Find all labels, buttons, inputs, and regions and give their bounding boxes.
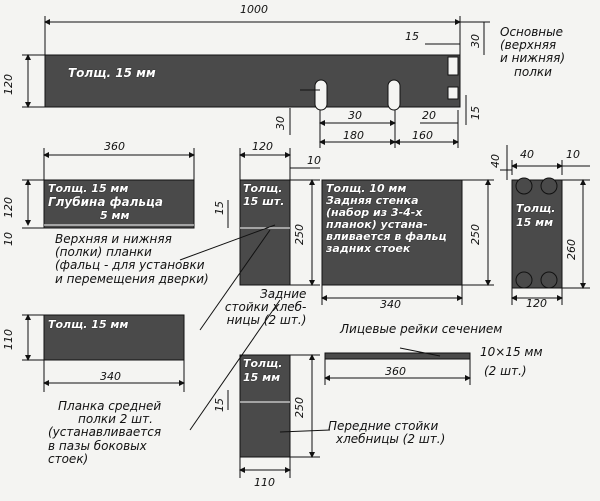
dim-15-top: 15 [405,30,419,43]
dim-260: 260 [565,239,578,260]
dim-360-rail: 360 [104,140,125,153]
face-rails-note: Лицевые рейки сечением [340,322,503,336]
dim-10-side: 10 [566,148,580,161]
rail-plank-note: Верхняя и нижняя (полки) планки (фальц -… [55,232,209,286]
dim-120-rear: 120 [252,140,273,153]
dim-120-rail: 120 [2,197,15,218]
dim-160: 160 [412,129,433,142]
rail-plank-label-3: 5 мм [100,209,130,222]
rear-posts-note: Задние стойки хлеб- ницы (2 шт.) [224,287,307,328]
dim-30-top: 30 [469,34,482,48]
dim-40-side: 40 [520,148,534,161]
rail-plank-label-1: Толщ. 15 мм [48,182,129,195]
dim-40-vert: 40 [489,154,502,168]
dim-10-rear: 10 [307,154,321,167]
dim-15-right: 15 [469,106,482,120]
dim-360-face: 360 [385,365,406,378]
middle-plank-note: Планка средней полки 2 шт. (устанавливае… [48,399,162,466]
top-shelf-slot [314,79,328,111]
dim-250-rear: 250 [293,224,306,245]
rear-post-label-2: 15 шт. [243,195,285,208]
face-rails-note-3: (2 шт.) [484,364,527,378]
top-shelf-note: Основные (верхняя и нижняя) полки [500,25,566,79]
dim-10-rail: 10 [2,232,15,246]
dim-15-rear: 15 [213,201,226,215]
back-wall-label: Толщ. 10 мм Задняя стенка (набор из 3-4-… [326,182,447,256]
dim-250-front: 250 [293,397,306,418]
rail-plank-label-2: Глубина фальца [48,195,163,209]
rear-post-label-1: Толщ. [243,182,283,195]
dim-15-front: 15 [213,398,226,412]
dim-120-side: 120 [526,297,547,310]
rear-post-board [239,179,291,286]
side-panel-label-2: 15 мм [516,216,554,229]
top-shelf-notch [447,56,459,76]
dim-30-mid: 30 [348,109,362,122]
face-rail-board [324,352,471,360]
side-panel-label-1: Толщ. [516,202,556,215]
front-posts-note: Передние стойки хлебницы (2 шт.) [328,419,446,447]
front-post-label-1: Толщ. [243,357,283,370]
dim-1000: 1000 [240,3,268,16]
dim-340-mid: 340 [100,370,121,383]
front-post-label-2: 15 мм [243,371,281,384]
dim-110-mid: 110 [2,329,15,350]
dim-340-back: 340 [380,298,401,311]
top-shelf-notch [447,86,459,100]
top-shelf-label: Толщ. 15 мм [68,66,156,80]
dim-120-top: 120 [2,74,15,95]
rail-plank-board [43,179,195,229]
face-rails-note-2: 10×15 мм [480,345,543,359]
middle-plank-board [43,314,185,361]
top-shelf-slot [387,79,401,111]
dim-250-back: 250 [469,224,482,245]
back-wall-board [321,179,463,286]
dim-20: 20 [422,109,436,122]
dim-30-left: 30 [274,116,287,130]
side-panel-board [511,179,563,289]
dim-180: 180 [343,129,364,142]
middle-plank-label: Толщ. 15 мм [48,318,129,331]
front-post-board [239,354,291,458]
dim-110-front: 110 [254,476,275,489]
